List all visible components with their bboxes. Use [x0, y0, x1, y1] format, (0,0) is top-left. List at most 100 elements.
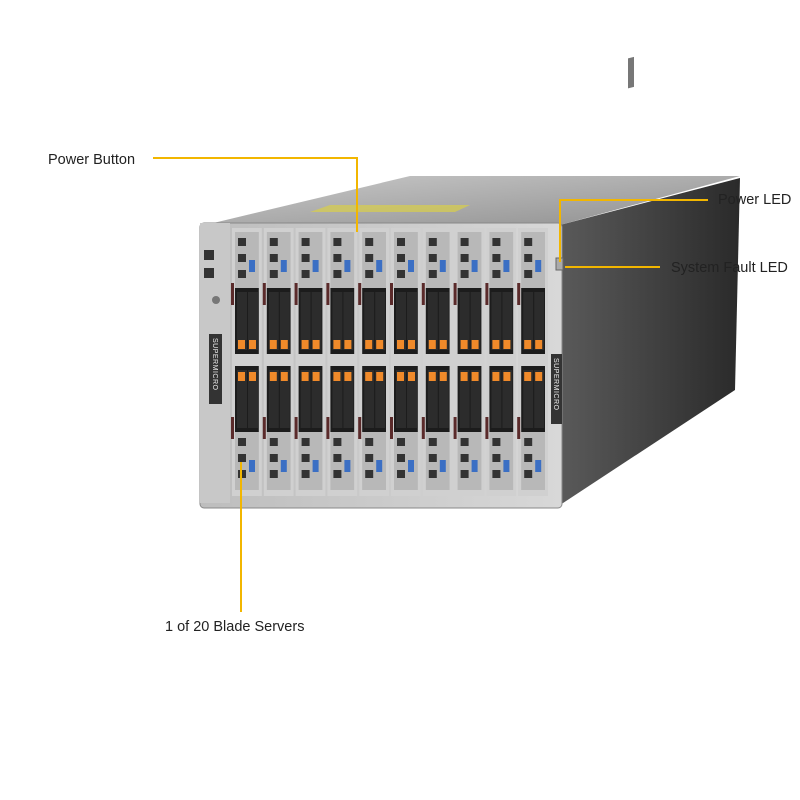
blade-latch — [358, 417, 362, 439]
blade-server[interactable] — [485, 228, 517, 362]
drive-release-handle — [376, 340, 384, 349]
drive-release-handle — [535, 340, 543, 349]
drive-release-handle — [397, 372, 404, 381]
blade-server[interactable] — [358, 228, 389, 362]
drive-release-handle — [249, 372, 256, 381]
blade-server[interactable] — [231, 362, 262, 496]
vga-port — [312, 460, 319, 472]
blade-latch — [231, 417, 234, 439]
blade-servers-label: 1 of 20 Blade Servers — [165, 619, 305, 635]
network-port — [524, 254, 533, 262]
drive-release-handle — [269, 372, 277, 381]
drive-sled — [523, 292, 534, 350]
network-port — [365, 270, 374, 278]
network-port — [492, 470, 501, 478]
network-port — [333, 438, 342, 446]
blade-latch — [453, 283, 457, 305]
blade-server[interactable] — [326, 362, 358, 496]
drive-release-handle — [428, 372, 436, 381]
blade-server[interactable] — [358, 362, 389, 496]
blade-server[interactable] — [390, 362, 421, 496]
blade-server[interactable] — [485, 362, 517, 496]
drive-sled — [438, 292, 449, 350]
power-led-callout-line — [559, 199, 708, 262]
drive-sled — [534, 370, 545, 428]
drive-sled — [459, 292, 470, 350]
drive-sled — [459, 370, 470, 428]
vga-port — [249, 460, 255, 472]
management-port[interactable] — [204, 250, 214, 260]
network-port — [301, 238, 310, 246]
network-port — [397, 238, 405, 246]
vga-port — [535, 460, 542, 472]
drive-release-handle — [428, 340, 436, 349]
network-port — [492, 238, 501, 246]
network-port — [492, 270, 501, 278]
drive-sled — [279, 370, 290, 428]
network-port — [397, 438, 405, 446]
blade-server[interactable] — [294, 228, 326, 362]
drive-sled — [279, 292, 290, 350]
network-port — [428, 470, 437, 478]
management-port[interactable] — [204, 268, 214, 278]
blade-server[interactable] — [453, 362, 485, 496]
system-fault-led-label: System Fault LED — [671, 260, 788, 276]
drive-release-handle — [439, 372, 447, 381]
drive-sled — [300, 370, 311, 428]
blade-latch — [294, 417, 298, 439]
drive-release-handle — [312, 340, 320, 349]
network-port — [524, 238, 533, 246]
blade-latch — [517, 417, 521, 439]
network-port — [333, 254, 342, 262]
blade-server[interactable] — [262, 362, 294, 496]
blade-server[interactable] — [453, 228, 485, 362]
vga-port — [249, 260, 255, 272]
drive-sled — [375, 292, 386, 350]
vga-port — [535, 260, 542, 272]
blade-server[interactable] — [326, 228, 358, 362]
blade-server[interactable] — [294, 362, 326, 496]
drive-sled — [396, 370, 406, 428]
network-port — [365, 238, 374, 246]
network-port — [460, 438, 469, 446]
drive-sled — [502, 292, 513, 350]
network-port — [428, 238, 437, 246]
vga-port — [376, 260, 383, 272]
chassis-side — [560, 178, 740, 505]
network-port — [238, 454, 246, 462]
drive-sled — [534, 292, 545, 350]
network-port — [397, 470, 405, 478]
network-port — [238, 438, 246, 446]
blade-server[interactable] — [262, 228, 294, 362]
drive-sled — [311, 370, 322, 428]
vga-port — [408, 460, 414, 472]
network-port — [269, 470, 278, 478]
drive-release-handle — [238, 340, 245, 349]
drive-sled — [427, 292, 438, 350]
drive-release-handle — [460, 340, 468, 349]
network-port — [524, 454, 533, 462]
network-port — [428, 438, 437, 446]
blade-latch — [453, 417, 457, 439]
drive-sled — [343, 370, 354, 428]
blade-server[interactable] — [421, 362, 453, 496]
drive-sled — [248, 370, 258, 428]
drive-release-handle — [333, 372, 341, 381]
drive-sled — [343, 292, 354, 350]
blade-server[interactable] — [390, 228, 421, 362]
blade-server[interactable] — [231, 228, 262, 362]
drive-release-handle — [471, 340, 479, 349]
blade-server[interactable] — [517, 228, 548, 362]
blade-server[interactable] — [517, 362, 548, 496]
network-port — [301, 270, 310, 278]
drive-sled — [502, 370, 513, 428]
drive-release-handle — [269, 340, 277, 349]
drive-release-handle — [301, 372, 309, 381]
drive-sled — [491, 370, 502, 428]
drive-sled — [438, 370, 449, 428]
vga-port — [439, 260, 446, 272]
side-vent — [628, 56, 634, 89]
blade-server[interactable] — [421, 228, 453, 362]
drive-sled — [407, 292, 417, 350]
